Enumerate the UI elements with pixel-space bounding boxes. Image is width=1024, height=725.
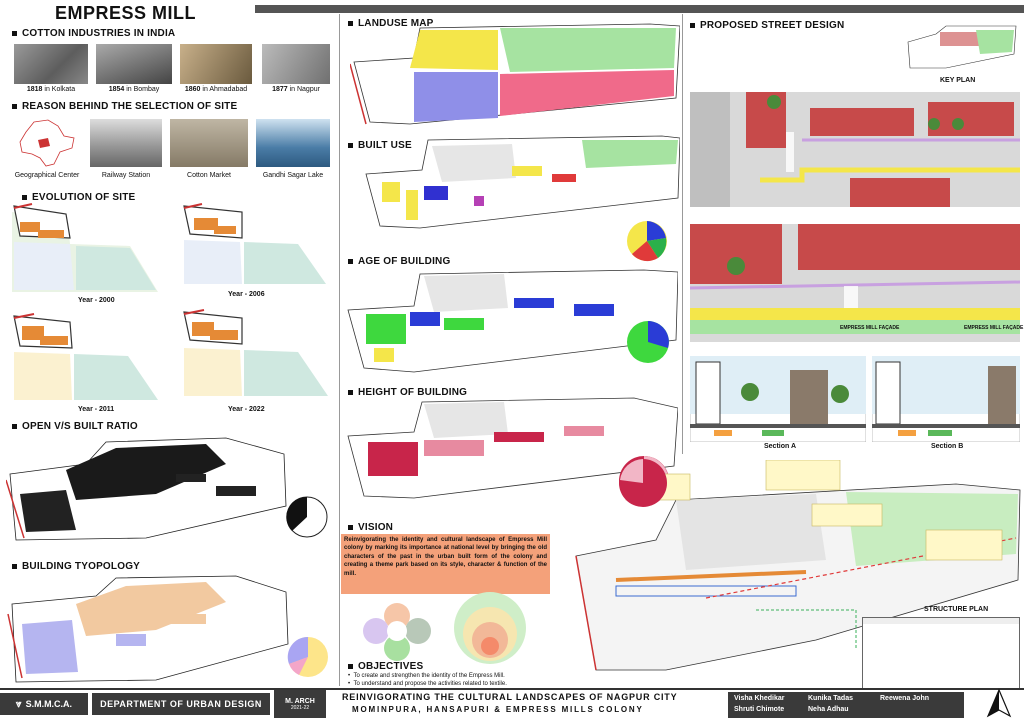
open-built-map [6, 437, 287, 541]
key-plan-label: KEY PLAN [940, 77, 976, 84]
north-arrow-icon [986, 688, 1012, 718]
name-4: Shruti Chimote [734, 706, 785, 713]
age-pie [627, 321, 669, 363]
objective-1: • To create and strengthen the identity … [348, 673, 505, 679]
evolution-map-2006 [180, 200, 330, 286]
cotton-caption-ahmadabad: 1860 in Ahmadabad [184, 86, 248, 93]
photo-gandhi-sagar [256, 119, 330, 167]
name-1: Visha Khedikar [734, 695, 785, 702]
reason-header: REASON BEHIND THE SELECTION OF SITE [12, 101, 237, 112]
name-5: Neha Adhau [808, 706, 849, 713]
landuse-header: LANDUSE MAP [348, 18, 434, 29]
evolution-year-2011: Year - 2011 [78, 406, 115, 413]
height-map [347, 397, 678, 499]
reason-caption-lake: Gandhi Sagar Lake [262, 172, 324, 179]
cotton-caption-kolkata: 1818 in Kolkata [26, 86, 76, 93]
india-map [19, 119, 75, 167]
typology-pie [287, 636, 328, 677]
built-use-map [365, 135, 680, 229]
evolution-map-2022 [180, 306, 330, 398]
structure-plan-map [575, 460, 1021, 671]
built-use-pie [627, 221, 667, 262]
school-logo-icon: ⩔ [15, 698, 22, 710]
objective-2: • To understand and propose the activiti… [348, 681, 507, 687]
landuse-map [350, 23, 680, 125]
dept-badge: DEPARTMENT OF URBAN DESIGN [92, 693, 270, 715]
venn-diagram [363, 603, 431, 661]
open-ratio-header: OPEN V/S BUILT RATIO [12, 421, 138, 432]
section-b [872, 356, 1020, 442]
photo-bombay [96, 44, 172, 84]
age-map [347, 269, 678, 373]
street-plan-1 [690, 92, 1020, 207]
age-header: AGE OF BUILDING [348, 256, 450, 267]
typology-map [7, 575, 289, 683]
photo-kolkata [14, 44, 88, 84]
names-box [728, 692, 964, 718]
page-title: EMPRESS MILL [55, 3, 197, 23]
section-a [690, 356, 866, 442]
evolution-map-2011 [10, 310, 160, 402]
course-badge: M. ARCH 2021-22 [274, 690, 326, 718]
vision-text: Reinvigorating the identity and cultural… [341, 534, 550, 594]
street-header: PROPOSED STREET DESIGN [690, 20, 844, 31]
open-built-pie [286, 496, 328, 538]
photo-ahmadabad [180, 44, 252, 84]
school-badge: ⩔ S.M.M.C.A. [0, 693, 88, 715]
facade-label-1: EMPRESS MILL FAÇADE [840, 325, 900, 331]
reason-caption-railway: Railway Station [101, 172, 151, 179]
section-a-label: Section A [764, 443, 797, 450]
cotton-caption-nagpur: 1877 in Nagpur [272, 86, 320, 93]
column-divider-2 [682, 14, 683, 454]
cotton-header: COTTON INDUSTRIES IN INDIA [12, 28, 175, 39]
section-b-label: Section B [931, 443, 964, 450]
facade-label-2: EMPRESS MILL FAÇADE [964, 325, 1024, 331]
reason-caption-center: Geographical Center [14, 172, 80, 179]
typology-header: BUILDING TYOPOLOGY [12, 561, 140, 572]
cotton-caption-bombay: 1854 in Bombay [108, 86, 160, 93]
evolution-map-2000 [10, 202, 160, 292]
built-use-header: BUILT USE [348, 140, 412, 151]
key-plan-map [907, 25, 1017, 69]
vision-header: VISION [348, 522, 393, 533]
structure-pie [619, 459, 667, 507]
footer-project-title: REINVIGORATING THE CULTURAL LANDSCAPES O… [342, 692, 678, 702]
objectives-header: OBJECTIVES [348, 661, 423, 672]
concentric-diagram [454, 592, 526, 664]
evolution-header: EVOLUTION OF SITE [22, 192, 135, 203]
street-plan-2 [690, 224, 1020, 342]
reason-caption-cotton: Cotton Market [187, 172, 231, 179]
top-rule [255, 5, 1024, 13]
evolution-year-2000: Year - 2000 [78, 297, 115, 304]
legend-box [862, 617, 1020, 689]
photo-nagpur [262, 44, 330, 84]
photo-railway-station [90, 119, 162, 167]
column-divider-1 [339, 14, 340, 686]
name-2: Kunika Tadas [808, 695, 853, 702]
footer-subtitle: MOMINPURA, HANSAPURI & EMPRESS MILLS COL… [352, 705, 644, 714]
photo-cotton-market [170, 119, 248, 167]
height-header: HEIGHT OF BUILDING [348, 387, 467, 398]
name-3: Reewena John [880, 695, 930, 702]
structure-plan-title: STRUCTURE PLAN [924, 606, 989, 613]
evolution-year-2022: Year - 2022 [228, 406, 265, 413]
evolution-year-2006: Year - 2006 [228, 291, 265, 298]
